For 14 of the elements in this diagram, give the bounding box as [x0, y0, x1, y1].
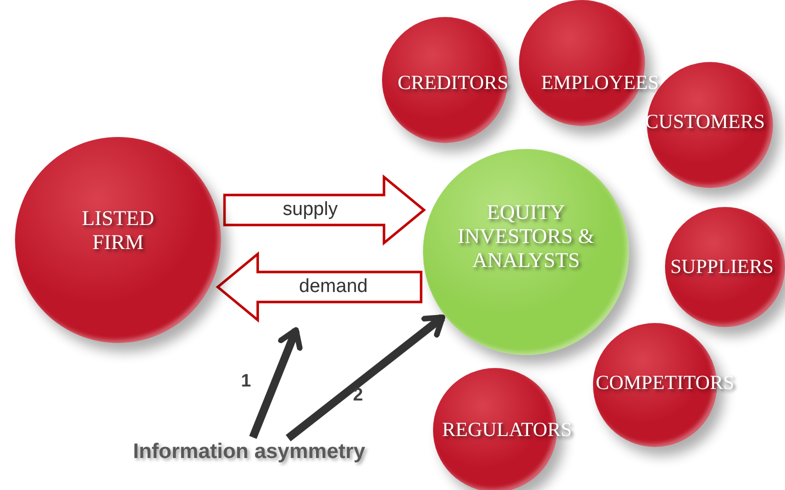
edge-label: supply [282, 199, 338, 221]
node-label: EQUITY INVESTORS & ANALYSTS [456, 200, 596, 272]
edge-label: demand [299, 276, 368, 298]
arrow-number: 1 [241, 370, 251, 392]
arrow [286, 314, 446, 442]
arrow [249, 327, 303, 439]
node-label: LISTED FIRM [80, 206, 156, 254]
arrow-number: 2 [353, 384, 363, 406]
node-label: SUPPLIERS [670, 256, 774, 278]
caption-text: Information asymmetry [133, 440, 399, 468]
circle-node [423, 149, 629, 355]
node-label: CREDITORS [398, 72, 508, 94]
block-arrow [223, 174, 426, 246]
block-arrow [216, 251, 422, 323]
